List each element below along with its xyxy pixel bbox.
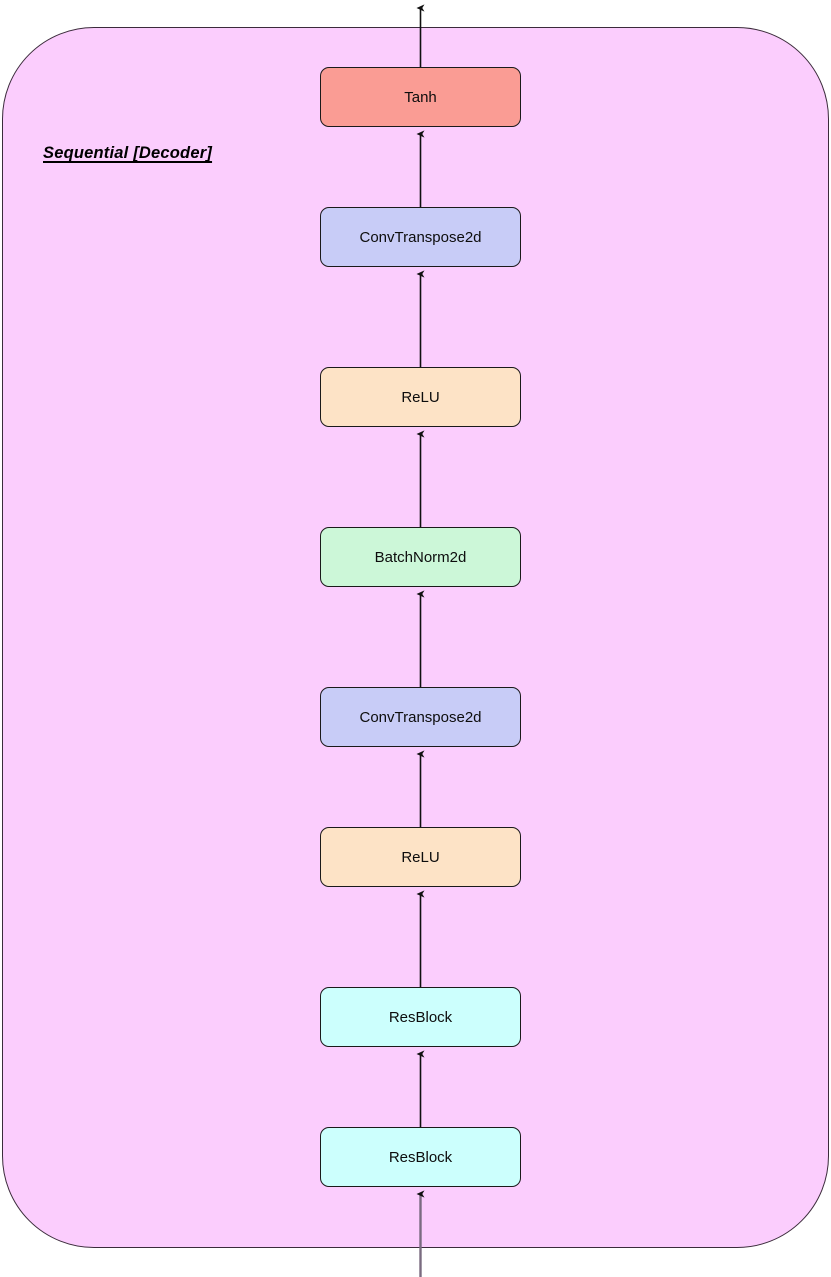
node-label: ResBlock	[388, 1148, 453, 1166]
node-label: ReLU	[401, 388, 440, 406]
node-resblock-upper[interactable]: ResBlock	[320, 987, 521, 1047]
node-relu-lower[interactable]: ReLU	[320, 827, 521, 887]
group-title-label: Sequential [Decoder]	[43, 144, 213, 162]
node-label: ConvTranspose2d	[359, 228, 482, 246]
node-label: BatchNorm2d	[374, 548, 467, 566]
node-batchnorm2d[interactable]: BatchNorm2d	[320, 527, 521, 587]
node-label: Tanh	[404, 88, 437, 106]
node-convtranspose2d-lower[interactable]: ConvTranspose2d	[320, 687, 521, 747]
node-tanh[interactable]: Tanh	[320, 67, 521, 127]
node-label: ConvTranspose2d	[359, 708, 482, 726]
node-label: ResBlock	[388, 1008, 453, 1026]
node-label: ReLU	[401, 848, 440, 866]
node-resblock-lower[interactable]: ResBlock	[320, 1127, 521, 1187]
node-relu-upper[interactable]: ReLU	[320, 367, 521, 427]
node-convtranspose2d-upper[interactable]: ConvTranspose2d	[320, 207, 521, 267]
